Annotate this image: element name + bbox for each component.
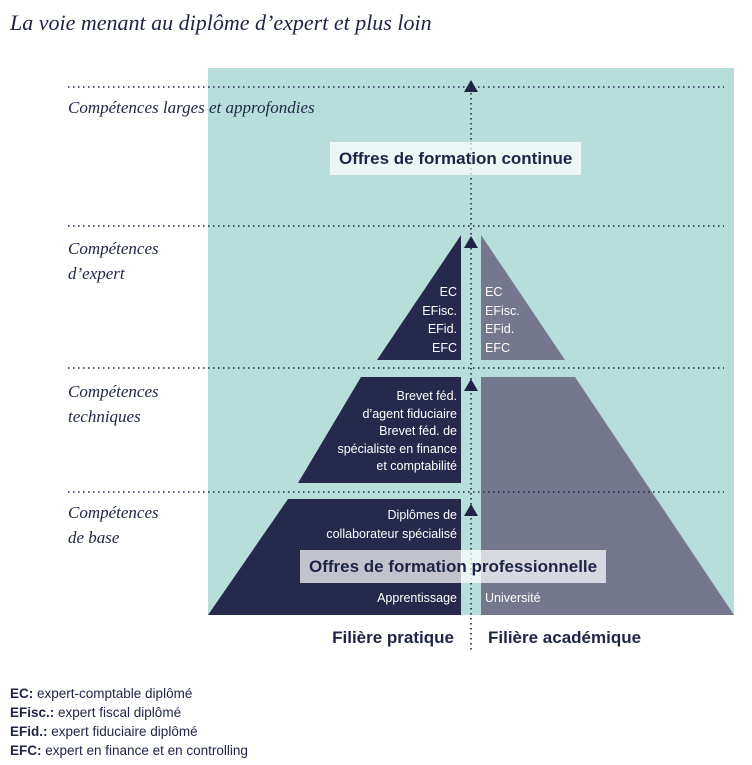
practical-technical-band (298, 377, 461, 483)
academic-expert-diplomas: EC EFisc. EFid. EFC (485, 285, 520, 355)
legend-item: EFC: expert en finance et en controlling (10, 743, 248, 758)
level-label-base: Compétences de base (68, 503, 159, 547)
legend-item: EFisc.: expert fiscal diplômé (10, 705, 182, 720)
arrow-up-icon (464, 504, 478, 516)
practical-expert-band (377, 235, 461, 360)
abbreviation-legend: EC: expert-comptable diplômé EFisc.: exp… (10, 684, 248, 760)
practical-expert-diplomas: EC EFisc. EFid. EFC (422, 285, 457, 355)
track-label-academic: Filière académique (488, 628, 642, 647)
arrow-up-icon (464, 80, 478, 92)
page-title: La voie menant au diplôme d’expert et pl… (10, 10, 432, 35)
legend-item: EC: expert-comptable diplômé (10, 686, 193, 701)
continuing-education-banner: Offres de formation continue (330, 142, 582, 175)
practical-entry-apprenticeship: Apprentissage (377, 591, 457, 605)
track-label-practical: Filière pratique (332, 628, 454, 647)
professional-education-banner: Offres de formation professionnelle (300, 550, 607, 583)
upward-arrows (464, 80, 478, 516)
academic-entry-university: Université (485, 591, 541, 605)
practical-base-diplomas: Diplômes de collaborateur spécialisé (326, 508, 457, 541)
level-label-technical: Compétences techniques (68, 382, 159, 426)
arrow-up-icon (464, 236, 478, 248)
academic-expert-band (481, 235, 565, 360)
level-label-expert: Compétences d’expert (68, 239, 159, 283)
legend-item: EFid.: expert fiduciaire diplômé (10, 724, 198, 739)
practical-technical-diplomas: Brevet féd. d’agent fiduciaire Brevet fé… (337, 389, 457, 473)
level-label-broad: Compétences larges et approfondies (68, 98, 315, 117)
arrow-up-icon (464, 379, 478, 391)
